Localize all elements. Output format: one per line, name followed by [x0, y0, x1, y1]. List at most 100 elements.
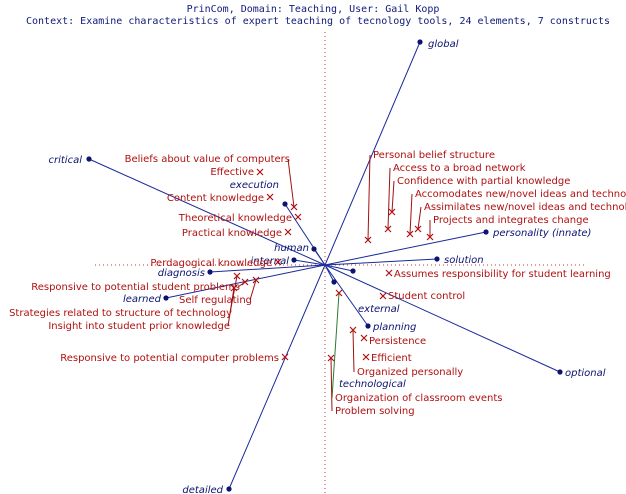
element-connector-personal_belief — [367, 154, 371, 241]
element-label-strategies: Strategies related to structure of techn… — [9, 308, 232, 319]
element-marker-organized — [349, 326, 357, 334]
construct-point-diagnosis — [207, 269, 213, 275]
element-label-efficient: Efficient — [371, 353, 412, 364]
element-marker-personal_belief — [364, 236, 372, 244]
element-marker-projects — [426, 233, 434, 241]
element-label-accomodates: Accomodates new/novel ideas and technolo… — [415, 189, 626, 200]
element-marker-persistence — [360, 334, 368, 342]
element-marker-insight — [230, 284, 238, 292]
construct-label-detailed: detailed — [182, 485, 223, 494]
element-label-projects: Projects and integrates change — [433, 215, 589, 226]
element-label-assimilates: Assimilates new/novel ideas and technolo… — [424, 202, 626, 213]
construct-line-solution — [324, 258, 438, 266]
construct-label-planning: planning — [372, 322, 416, 333]
construct-label-critical: critical — [49, 155, 83, 166]
construct-line-detailed — [228, 264, 326, 490]
construct-point-execution — [282, 201, 288, 207]
element-label-personal_belief: Personal belief structure — [373, 150, 495, 161]
construct-label-optional: optional — [565, 368, 606, 379]
construct-line-planning — [324, 264, 369, 327]
construct-line-technological — [324, 264, 335, 283]
element-connector-confidence — [391, 180, 395, 213]
element-label-pedagogical: Perdagogical knowledge — [150, 258, 272, 269]
element-marker-org_events — [335, 289, 343, 297]
element-label-content: Content knowledge — [167, 193, 264, 204]
construct-label-solution: solution — [444, 255, 484, 266]
construct-point-global — [417, 39, 423, 45]
element-marker-strategies — [233, 272, 241, 280]
element-marker-resp_computer — [281, 353, 289, 361]
construct-line-internal — [293, 259, 326, 266]
element-connector-organized — [352, 329, 355, 373]
element-marker-assimilates — [414, 225, 422, 233]
title-line-2: Context: Examine characteristics of expe… — [26, 16, 610, 27]
construct-points: global critical execution human internal diag… — [49, 39, 606, 494]
element-marks: Beliefs about value of computersEffectiv… — [9, 150, 626, 417]
construct-point-external — [350, 268, 356, 274]
element-marker-accomodates — [406, 230, 414, 238]
construct-point-technological — [331, 279, 337, 285]
element-label-theoretical: Theoretical knowledge — [178, 213, 292, 224]
construct-line-critical — [88, 158, 326, 266]
element-label-effective: Effective — [210, 167, 254, 178]
element-connector-accomodates — [409, 193, 413, 235]
element-label-org_events: Organization of classroom events — [335, 393, 503, 404]
element-marker-practical — [284, 228, 292, 236]
title-line-1: PrinCom, Domain: Teaching, User: Gail Ko… — [187, 4, 440, 15]
construct-point-optional — [557, 369, 563, 375]
construct-point-detailed — [226, 486, 232, 492]
construct-line-optional — [324, 264, 561, 373]
construct-point-learned — [163, 295, 169, 301]
construct-label-technological: technological — [339, 379, 406, 390]
element-label-beliefs: Beliefs about value of computers — [125, 154, 290, 165]
construct-label-learned: learned — [123, 294, 162, 305]
element-connectors — [227, 154, 431, 412]
construct-point-planning — [365, 323, 371, 329]
axes — [95, 32, 585, 494]
construct-label-global: global — [428, 39, 459, 50]
element-marker-pedagogical — [274, 258, 282, 266]
element-marker-confidence — [388, 208, 396, 216]
construct-label-internal: internal — [250, 256, 289, 267]
element-marker-assumes — [385, 269, 393, 277]
construct-point-critical — [86, 156, 92, 162]
element-connector-beliefs — [287, 158, 295, 208]
element-marker-theoretical — [294, 213, 302, 221]
element-marker-effective — [256, 168, 264, 176]
element-marker-access — [384, 225, 392, 233]
element-label-insight: Insight into student prior knowledge — [48, 321, 230, 332]
element-label-organized: Organized personally — [357, 367, 463, 378]
construct-point-human — [311, 246, 317, 252]
construct-label-personality: personality (innate) — [492, 228, 591, 239]
construct-label-external: external — [358, 304, 400, 315]
element-marker-beliefs — [290, 203, 298, 211]
construct-line-human — [313, 248, 326, 266]
construct-point-solution — [434, 256, 440, 262]
construct-label-execution: execution — [230, 180, 279, 191]
element-connector-problem — [330, 357, 333, 412]
element-label-student_control: Student control — [388, 291, 465, 302]
construct-line-external — [324, 264, 354, 272]
element-marker-self_reg — [252, 276, 260, 284]
element-connector-assimilates — [417, 206, 422, 230]
element-marker-problem — [327, 354, 335, 362]
construct-point-internal — [291, 257, 297, 263]
element-label-persistence: Persistence — [369, 336, 426, 347]
construct-label-diagnosis: diagnosis — [158, 268, 205, 279]
element-label-confidence: Confidence with partial knowledge — [397, 176, 570, 187]
construct-line-global — [324, 41, 421, 266]
element-marker-student_control — [379, 292, 387, 300]
element-label-problem: Problem solving — [335, 406, 415, 417]
construct-line-personality — [324, 231, 487, 266]
construct-label-human: human — [274, 243, 309, 254]
element-label-self_reg: Self regulating — [179, 295, 252, 306]
element-connector-org_events — [331, 292, 340, 399]
element-marker-resp_student — [241, 278, 249, 286]
construct-line-diagnosis — [209, 264, 326, 273]
element-connector-self_reg — [249, 279, 257, 301]
element-connector-access — [387, 167, 391, 230]
element-label-access: Access to a broad network — [393, 163, 526, 174]
element-label-resp_computer: Responsive to potential computer problem… — [60, 353, 279, 364]
construct-lines — [88, 41, 561, 490]
